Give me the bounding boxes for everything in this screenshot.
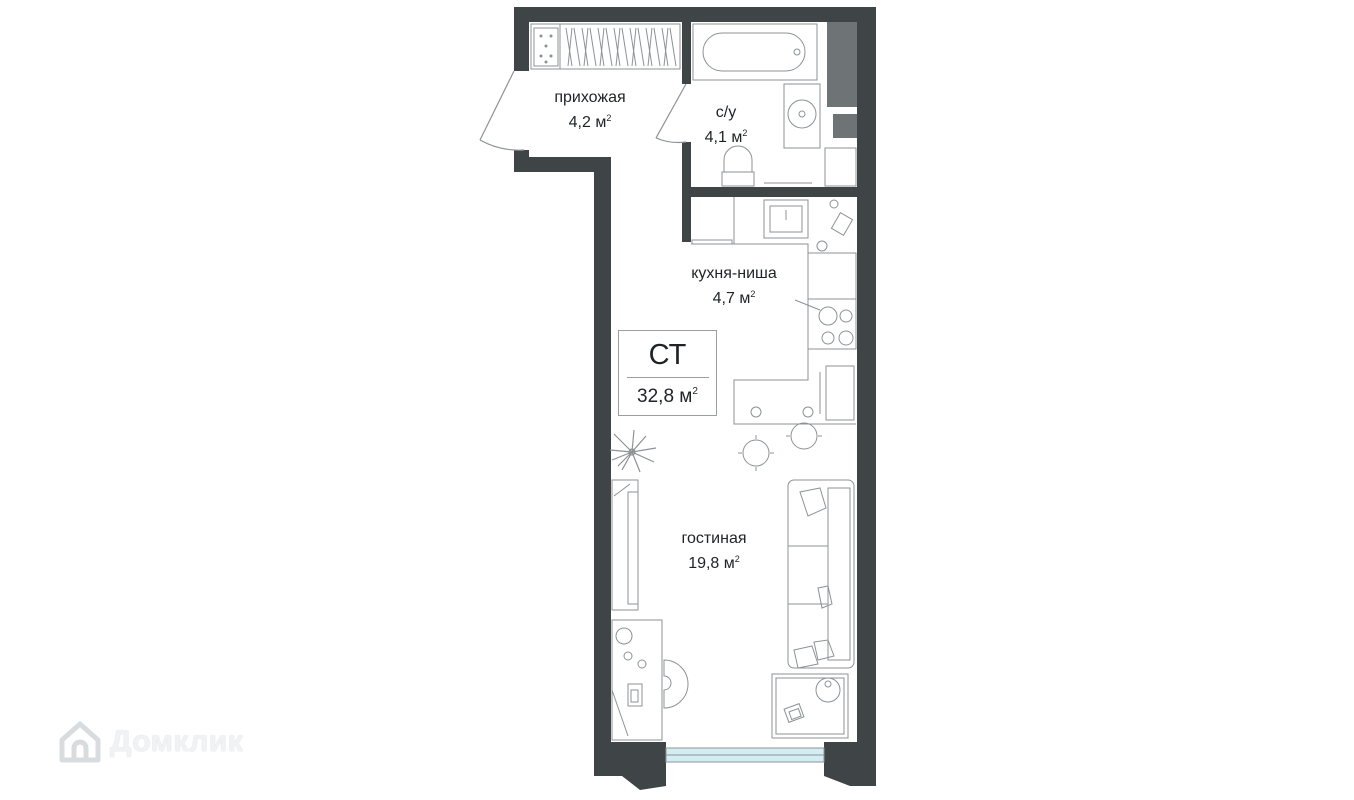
room-label-hallway: прихожая 4,2 м2: [538, 87, 642, 133]
watermark: Домклик: [58, 716, 243, 768]
wardrobe: [530, 23, 681, 70]
house-logo-icon: [59, 721, 101, 763]
desk: [611, 619, 689, 741]
kitchen-counter: [691, 197, 857, 425]
bathtub: [692, 23, 818, 81]
room-label-kitchen: кухня-ниша 4,7 м2: [672, 263, 796, 309]
room-name-bathroom: с/у: [715, 104, 737, 121]
sofa: [787, 479, 855, 669]
window: [665, 747, 825, 763]
room-name-hallway: прихожая: [554, 89, 626, 106]
apartment-type-box: СТ 32,8 м2: [618, 330, 717, 416]
room-area-kitchen: 4,7 м2: [712, 289, 756, 307]
dining-table: [738, 406, 822, 471]
divider: [626, 377, 709, 378]
watermark-text: Домклик: [110, 725, 244, 758]
room-label-living: гостиная 19,8 м2: [664, 528, 764, 574]
fridge: [819, 365, 855, 421]
room-area-hallway: 4,2 м2: [568, 113, 612, 131]
walls: [514, 7, 876, 790]
apartment-type-code: СТ: [648, 339, 687, 371]
room-area-living: 19,8 м2: [688, 554, 740, 572]
total-area: 32,8 м2: [637, 386, 698, 407]
room-name-living: гостиная: [681, 530, 747, 547]
tv-stand: [611, 479, 639, 611]
ventilation-shaft: [827, 22, 857, 138]
washing-machine: [824, 147, 857, 187]
entrance-door: [479, 70, 525, 151]
room-name-kitchen: кухня-ниша: [691, 265, 777, 282]
plant: [609, 429, 657, 473]
coffee-table: [771, 673, 849, 739]
toilet: [721, 145, 755, 187]
room-area-bathroom: 4,1 м2: [704, 128, 748, 146]
sink: [783, 83, 821, 149]
room-label-bathroom: с/у 4,1 м2: [694, 102, 758, 148]
bathroom-door: [655, 83, 687, 144]
